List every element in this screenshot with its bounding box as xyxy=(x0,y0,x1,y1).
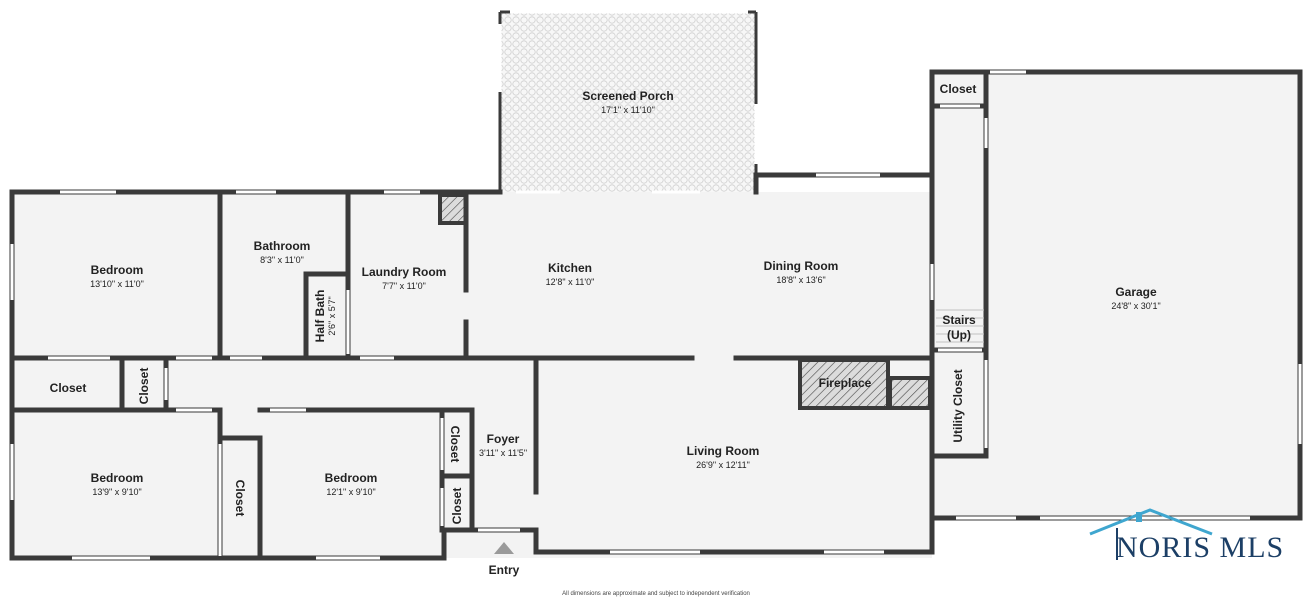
garage-label: Garage xyxy=(1115,285,1157,299)
half-bath-dim: 2'6" x 5'7" xyxy=(327,296,337,335)
foyer-label: Foyer xyxy=(487,432,520,446)
stairs-label: Stairs xyxy=(942,313,976,327)
bedroom-2-label: Bedroom xyxy=(91,471,144,485)
bathroom-dim: 8'3" x 11'0" xyxy=(260,255,304,265)
entry-arrow-icon xyxy=(494,542,514,554)
bedroom-1-dim: 13'10" x 11'0" xyxy=(90,279,144,289)
kitchen-label: Kitchen xyxy=(548,261,592,275)
living-room-dim: 26'9" x 12'11" xyxy=(696,460,750,470)
garage-closet-label: Closet xyxy=(940,82,977,96)
footnote: All dimensions are approximate and subje… xyxy=(562,591,750,597)
bathroom-label: Bathroom xyxy=(254,239,311,253)
utility-closet-label: Utility Closet xyxy=(951,369,965,442)
living-room-label: Living Room xyxy=(687,444,760,458)
entry-label: Entry xyxy=(489,563,520,577)
hall-closet-label: Closet xyxy=(50,381,87,395)
small-closet-label: Closet xyxy=(137,368,151,405)
between-closet-label: Closet xyxy=(233,480,247,517)
stairs-note: (Up) xyxy=(947,328,971,342)
foyer-closet-lower-label: Closet xyxy=(450,488,464,525)
fireplace-label: Fireplace xyxy=(819,376,872,390)
stairs-lines xyxy=(936,309,984,343)
half-bath-label: Half Bath xyxy=(313,290,327,343)
fireplace-hatch xyxy=(798,358,890,410)
porch-label: Screened Porch xyxy=(582,89,673,103)
foyer-closet-upper-label: Closet xyxy=(448,426,462,463)
bedroom-3-dim: 12'1" x 9'10" xyxy=(326,487,375,497)
bedroom-2-dim: 13'9" x 9'10" xyxy=(92,487,141,497)
windows xyxy=(10,10,1302,560)
dining-dim: 18'8" x 13'6" xyxy=(776,275,825,285)
dining-label: Dining Room xyxy=(764,259,839,273)
porch-dim: 17'1" x 11'10" xyxy=(601,105,655,115)
logo-text: NORIS MLS xyxy=(1116,531,1284,564)
laundry-label: Laundry Room xyxy=(362,265,447,279)
bedroom-1-label: Bedroom xyxy=(91,263,144,277)
kitchen-dim: 12'8" x 11'0" xyxy=(546,277,595,287)
foyer-dim: 3'11" x 11'5" xyxy=(479,448,527,458)
hatched-fixtures xyxy=(438,193,932,410)
bedroom-3-label: Bedroom xyxy=(325,471,378,485)
noris-mls-logo: NORIS MLS xyxy=(1089,508,1284,564)
garage-dim: 24'8" x 30'1" xyxy=(1111,301,1160,311)
laundry-dim: 7'7" x 11'0" xyxy=(382,281,426,291)
